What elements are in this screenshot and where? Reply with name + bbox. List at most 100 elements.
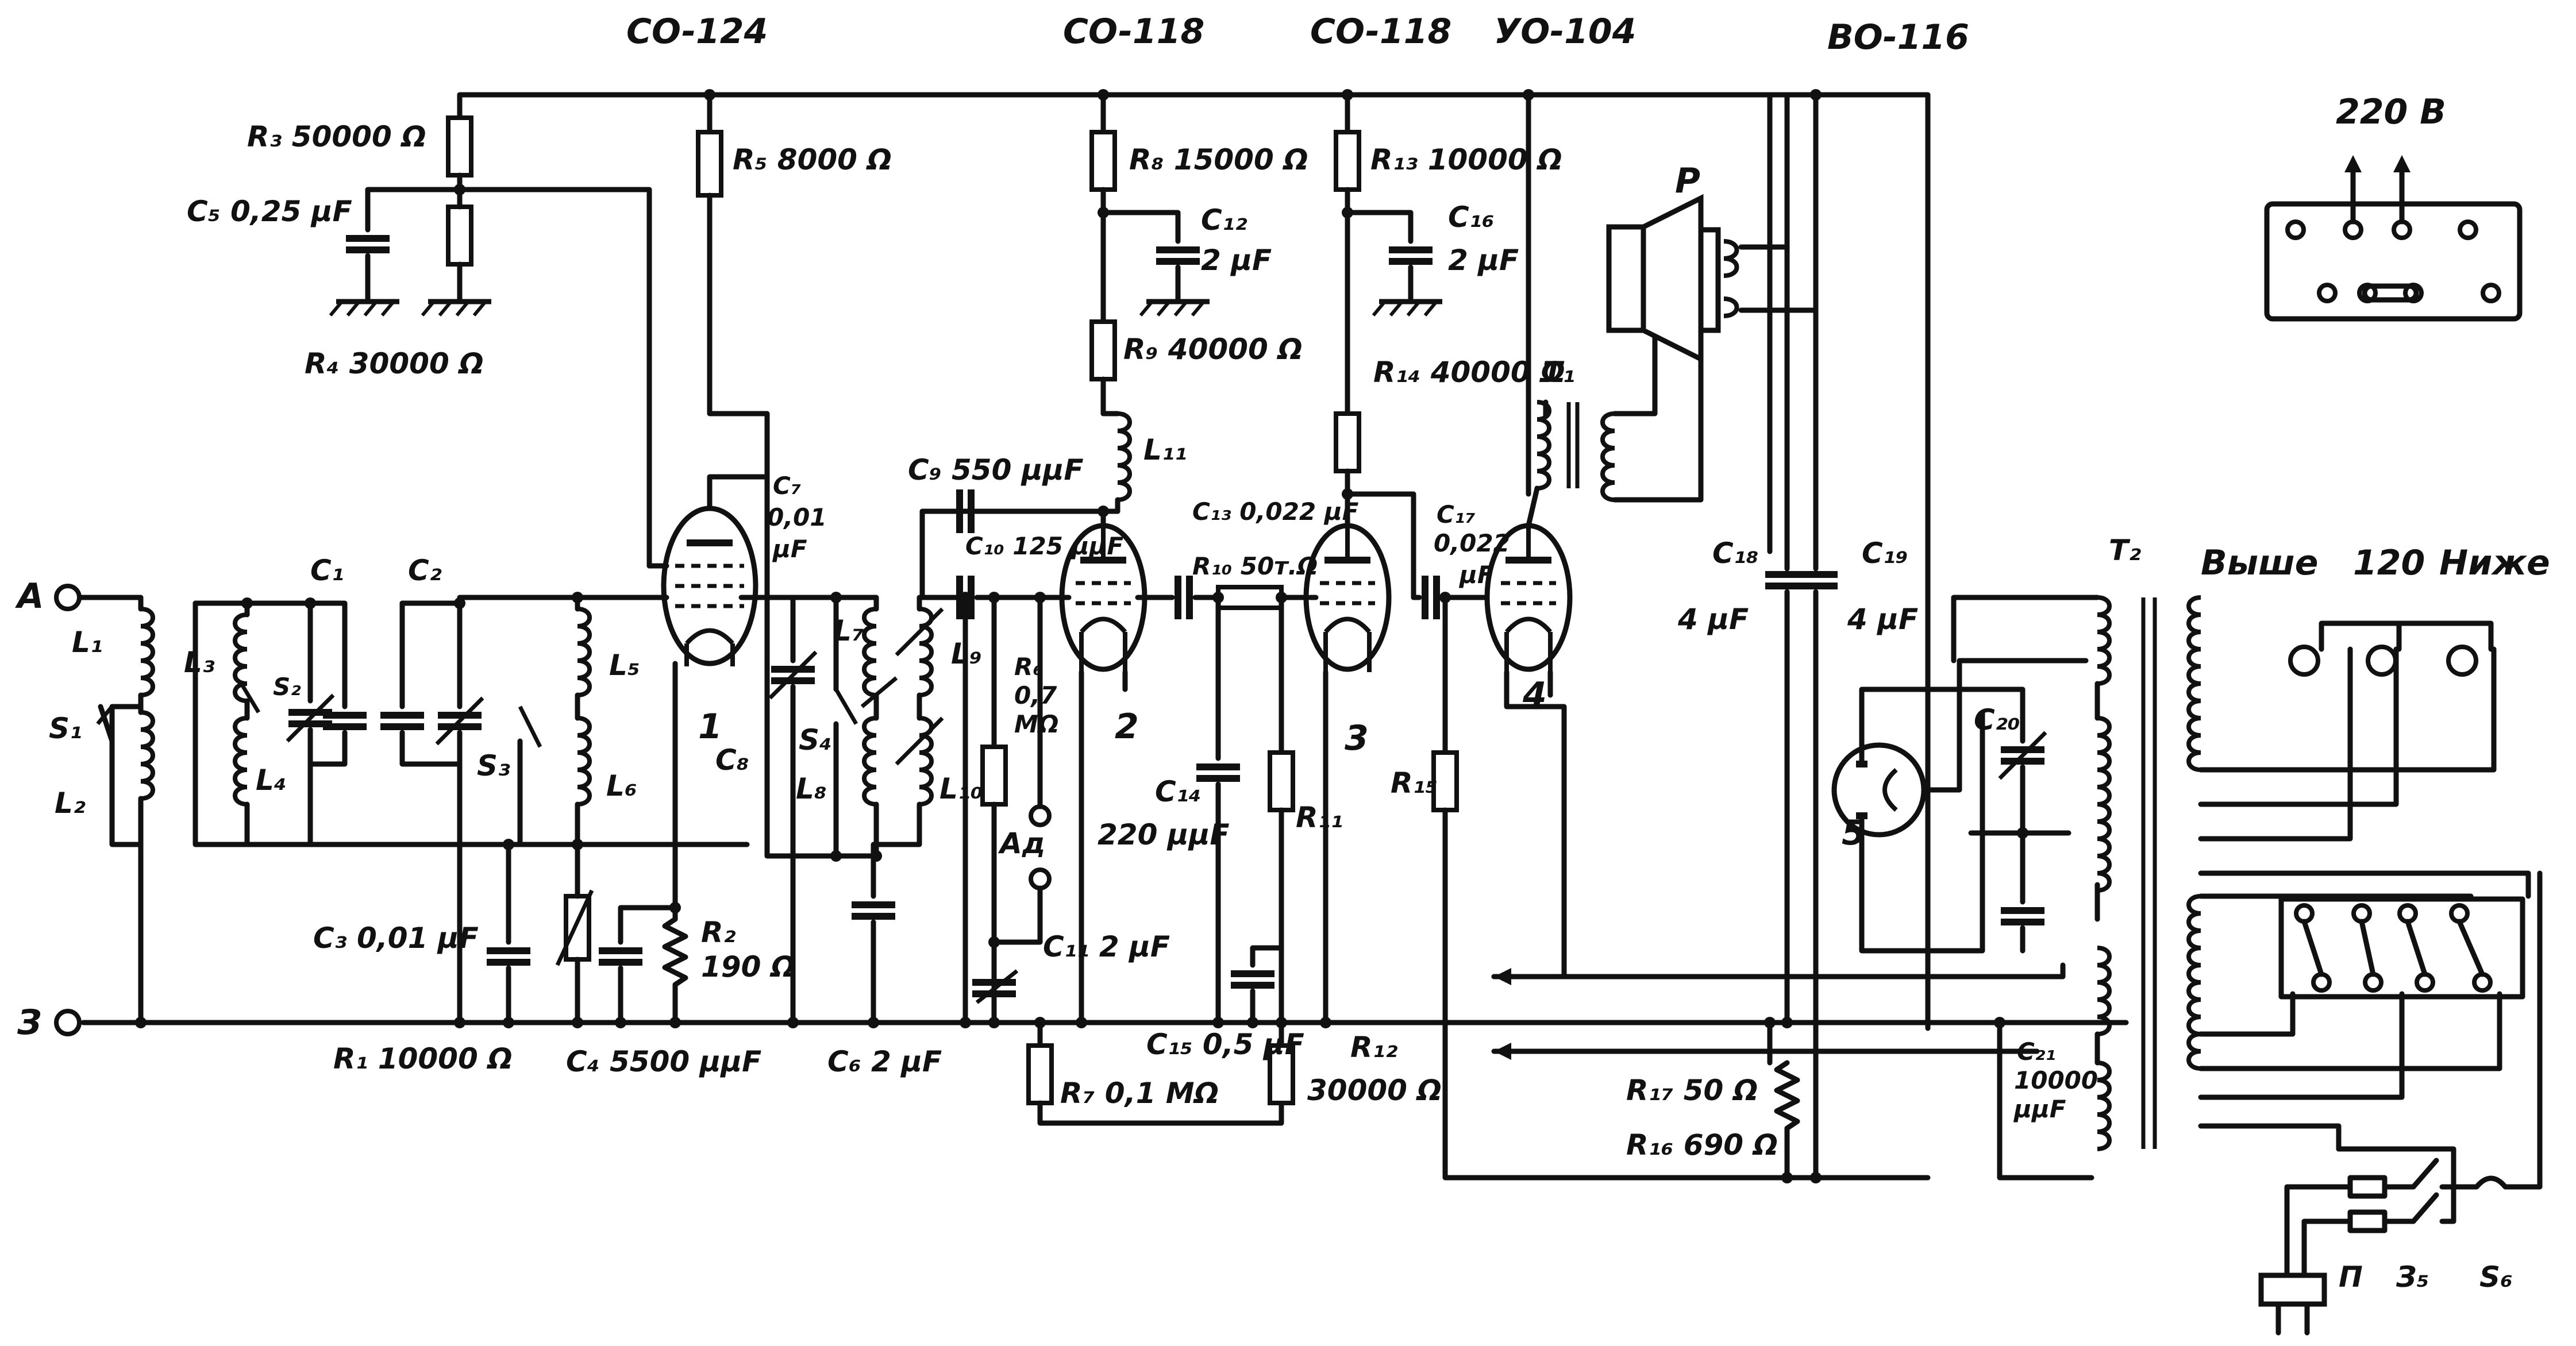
label-C14: C₁₄	[1155, 775, 1202, 808]
tap-lower[interactable]	[2446, 645, 2478, 677]
transformer-T2	[1951, 595, 2201, 1149]
label-R6-unit: MΩ	[1014, 710, 1059, 738]
tap-120[interactable]	[2366, 645, 2398, 677]
coil-L6	[577, 718, 590, 804]
label-C13: C₁₃ 0,022 μF	[1192, 497, 1359, 526]
label-R6-value: 0,7	[1014, 681, 1057, 709]
tap-higher[interactable]	[2288, 645, 2320, 677]
resistor-R14	[1334, 411, 1361, 473]
tube-1-number: 1	[698, 707, 722, 747]
cap-C17	[1425, 576, 1437, 619]
label-L2: L₂	[55, 786, 86, 820]
label-C21-value: 10000	[2014, 1066, 2098, 1094]
transformer-T1-secondary	[1603, 414, 1615, 500]
label-R9: R₉ 40000 Ω	[1123, 333, 1303, 366]
label-C15: C₁₅ 0,5 μF	[1146, 1028, 1304, 1061]
label-L5: L₅	[609, 649, 640, 682]
cap-C21	[2001, 911, 2044, 922]
label-L7: L₇	[833, 614, 864, 647]
switch-S6[interactable]	[2474, 1175, 2508, 1189]
tap-higher-label: Выше	[2201, 543, 2318, 583]
label-S5: З₅	[2396, 1260, 2429, 1294]
coil-L5	[577, 609, 590, 695]
label-L8: L₈	[796, 772, 827, 805]
label-C16-value: 2 μF	[1448, 244, 1519, 277]
tube-3-type: CO-118	[1310, 11, 1451, 52]
tube-5-type: ВО-116	[1827, 17, 1969, 57]
label-R12-value: 30000 Ω	[1307, 1074, 1442, 1107]
coil-L2	[141, 712, 153, 799]
tube-2-co118	[919, 92, 1284, 1126]
r3-r4-c5-network	[330, 115, 491, 315]
label-R15: R₁₅	[1391, 766, 1438, 800]
ground-label: З	[17, 1002, 42, 1043]
hv-caps	[1925, 687, 2094, 1181]
tube-4-yo104	[1487, 92, 1704, 979]
tube-4-number: 4	[1522, 675, 1547, 715]
label-C7-unit: μF	[772, 535, 807, 563]
mains-plug[interactable]	[2258, 1272, 2327, 1307]
resistor-R15	[1431, 750, 1459, 812]
tap-120-label: 120	[2353, 543, 2425, 583]
label-R2: R₂	[701, 916, 736, 949]
resistor-R10	[1216, 585, 1284, 610]
cap-C14	[1196, 767, 1240, 778]
label-C6: C₆ 2 μF	[827, 1045, 942, 1078]
label-L4: L₄	[256, 763, 287, 797]
label-C21-unit: μμF	[2013, 1095, 2066, 1123]
label-C5: C₅ 0,25 μF	[187, 195, 352, 228]
ground-terminal[interactable]	[54, 1009, 82, 1036]
t2-secondary-tube	[2097, 1063, 2109, 1149]
coil-L8	[864, 718, 876, 804]
cap-C6	[852, 905, 895, 916]
label-S3: S₃	[477, 749, 510, 782]
resistor-R3	[446, 115, 473, 178]
label-C8: C₈	[715, 743, 749, 777]
coil-L11	[1118, 414, 1130, 500]
pickup-terminal-b[interactable]	[1029, 867, 1052, 890]
label-C21: C₂₁	[2017, 1038, 2056, 1066]
cap-C4	[599, 951, 642, 962]
tube-1-co124	[457, 92, 770, 1025]
label-R14: R₁₄ 40000 Ω	[1373, 356, 1565, 389]
tube-3-co118	[1306, 130, 1931, 1181]
label-R6: R₆	[1014, 653, 1044, 681]
label-L6: L₆	[606, 769, 637, 803]
speaker	[1606, 92, 1819, 364]
filter-caps	[1765, 244, 1838, 1181]
resistor-R8	[1089, 130, 1117, 192]
cap-C15	[1231, 974, 1274, 985]
cap-C16	[1389, 250, 1433, 261]
cap-C13	[1178, 576, 1189, 619]
label-C19-value: 4 μF	[1847, 603, 1918, 636]
resistor-R11	[1268, 750, 1295, 812]
label-R12: R₁₂	[1350, 1031, 1397, 1064]
tube-4-type: УО-104	[1494, 11, 1636, 52]
c2-tuning	[380, 600, 483, 767]
if-stage-coils	[738, 595, 968, 1025]
cap-C19	[1794, 574, 1838, 586]
label-R10: R₁₀ 50т.Ω	[1192, 552, 1318, 580]
tube-1-type: CO-124	[626, 11, 768, 52]
antenna-terminal[interactable]	[54, 584, 82, 611]
label-C12: C₁₂	[1201, 203, 1247, 237]
tube-5-number: 5	[1842, 813, 1866, 853]
tap-lower-label: Ниже	[2439, 543, 2550, 583]
mains-socket	[2264, 155, 2523, 322]
selector-switch-block[interactable]	[2278, 896, 2525, 1000]
tube-3-number: 3	[1345, 718, 1369, 758]
label-L9: L₉	[951, 637, 982, 670]
resistor-R12	[1268, 1043, 1295, 1105]
antenna-input	[54, 584, 153, 1025]
t2-primary-2	[2189, 684, 2201, 770]
label-L3: L₃	[184, 646, 215, 679]
pickup-terminal-a[interactable]	[1029, 804, 1052, 827]
label-C18: C₁₈	[1712, 537, 1759, 570]
mains-voltage-label: 220 В	[2336, 92, 2446, 132]
label-C18-value: 4 μF	[1677, 603, 1749, 636]
label-C12-value: 2 μF	[1201, 244, 1272, 277]
label-C19: C₁₉	[1862, 537, 1908, 570]
label-C17: C₁₇	[1437, 500, 1476, 529]
resistor-R4	[446, 205, 473, 267]
junctions	[135, 89, 2028, 1183]
